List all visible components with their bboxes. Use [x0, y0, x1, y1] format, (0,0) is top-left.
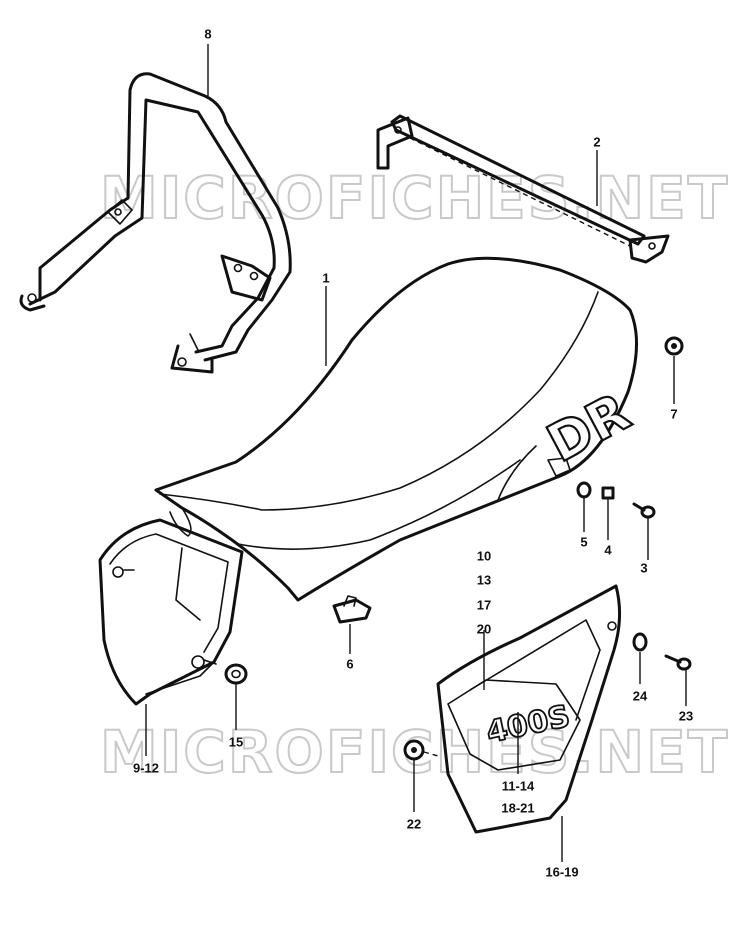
callout-17: 17 — [476, 597, 492, 613]
callout-3: 3 — [640, 560, 648, 576]
callout-24: 24 — [632, 688, 648, 704]
callout-4: 4 — [604, 542, 612, 558]
callout-11-14: 11-14 — [501, 778, 535, 794]
leader-lines — [145, 44, 687, 862]
right-side-cover-part: 400S — [436, 584, 622, 834]
callout-2: 2 — [593, 134, 601, 150]
callout-7: 7 — [670, 406, 678, 422]
nut-4 — [601, 486, 615, 500]
callout-18-21: 18-21 — [501, 800, 535, 816]
grommet-22 — [403, 739, 439, 761]
seat-bracket-part — [376, 114, 670, 264]
callout-16-19: 16-19 — [545, 864, 579, 880]
washer-5 — [576, 481, 592, 499]
callout-10: 10 — [476, 548, 492, 564]
callout-9-12: 9-12 — [132, 760, 160, 776]
callout-15: 15 — [228, 734, 244, 750]
callout-1: 1 — [322, 270, 330, 286]
seat-hook-part — [332, 595, 372, 624]
grab-handle-part — [19, 72, 292, 374]
grommet-15 — [224, 663, 248, 685]
callout-22: 22 — [406, 816, 422, 832]
callout-6: 6 — [346, 656, 354, 672]
callout-13: 13 — [476, 572, 492, 588]
callout-5: 5 — [580, 534, 588, 550]
seat-part: DR — [154, 256, 641, 602]
bolt-23 — [664, 654, 692, 671]
callout-8: 8 — [204, 26, 212, 42]
watermark-top: MICROFICHES.NET — [100, 164, 729, 232]
bolt-3 — [632, 502, 656, 519]
cushion-7 — [664, 336, 684, 356]
callout-20: 20 — [476, 621, 492, 637]
callout-23: 23 — [678, 708, 694, 724]
seat-emblem: DR — [538, 382, 640, 474]
left-side-cover-part — [98, 518, 244, 706]
washer-24 — [632, 632, 648, 652]
